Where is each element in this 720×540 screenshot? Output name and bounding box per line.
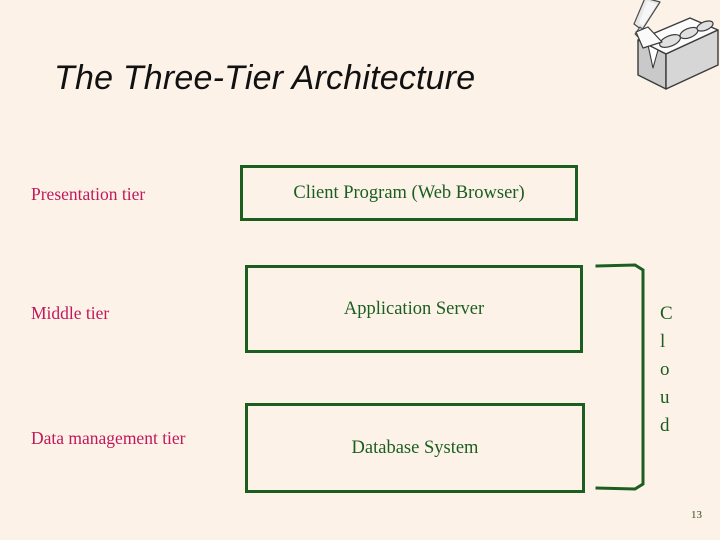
cloud-letter-4: d [660,415,670,436]
cloud-bracket-icon [595,262,647,492]
page-number: 13 [691,509,702,521]
page-title: The Three-Tier Architecture [54,59,476,97]
cinder-block-and-trowel-icon [612,0,720,100]
tier-box-data-management: Database System [245,403,585,493]
tier-box-presentation: Client Program (Web Browser) [240,165,578,221]
tier-box-label-middle: Application Server [343,299,485,319]
tier-box-label-presentation: Client Program (Web Browser) [293,183,525,203]
cloud-letter-2: o [660,359,670,380]
tier-label-data-management: Data management tier [31,428,186,448]
tier-label-presentation: Presentation tier [31,184,146,204]
cloud-label: C l o u d [660,300,690,440]
cloud-letter-1: l [660,331,666,352]
tier-box-label-data-management: Database System [351,438,479,458]
cloud-letter-3: u [660,387,670,408]
tier-box-middle: Application Server [245,265,583,353]
tier-label-middle: Middle tier [31,303,110,323]
cloud-letter-0: C [660,303,673,324]
